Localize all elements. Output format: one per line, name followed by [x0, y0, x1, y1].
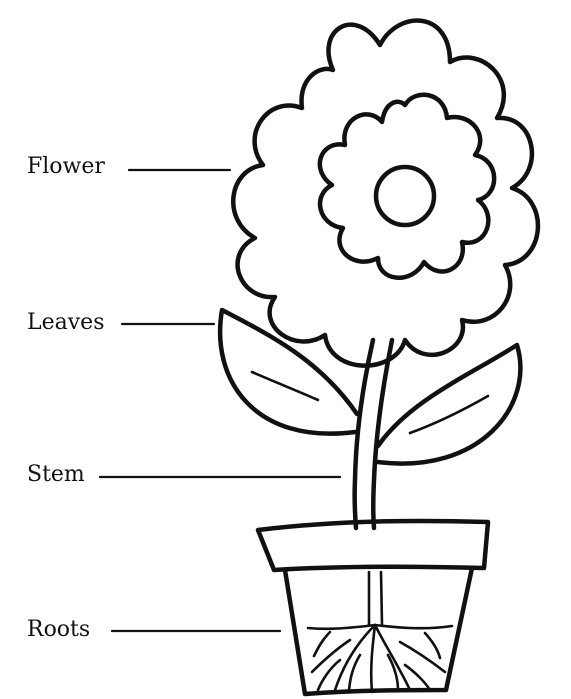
flower-center — [376, 167, 434, 225]
roots — [308, 625, 452, 692]
stem-left-edge — [355, 340, 373, 528]
left-leaf-vein — [252, 372, 318, 400]
label-leaves: Leaves — [27, 312, 104, 334]
stem-in-pot-right — [381, 572, 382, 625]
left-leaf — [220, 310, 357, 434]
label-stem: Stem — [27, 464, 85, 486]
flower-outer-petals — [233, 21, 538, 366]
label-roots: Roots — [27, 619, 90, 641]
right-leaf — [378, 345, 520, 464]
label-flower: Flower — [27, 156, 105, 178]
flower-inner-petals — [320, 95, 494, 278]
